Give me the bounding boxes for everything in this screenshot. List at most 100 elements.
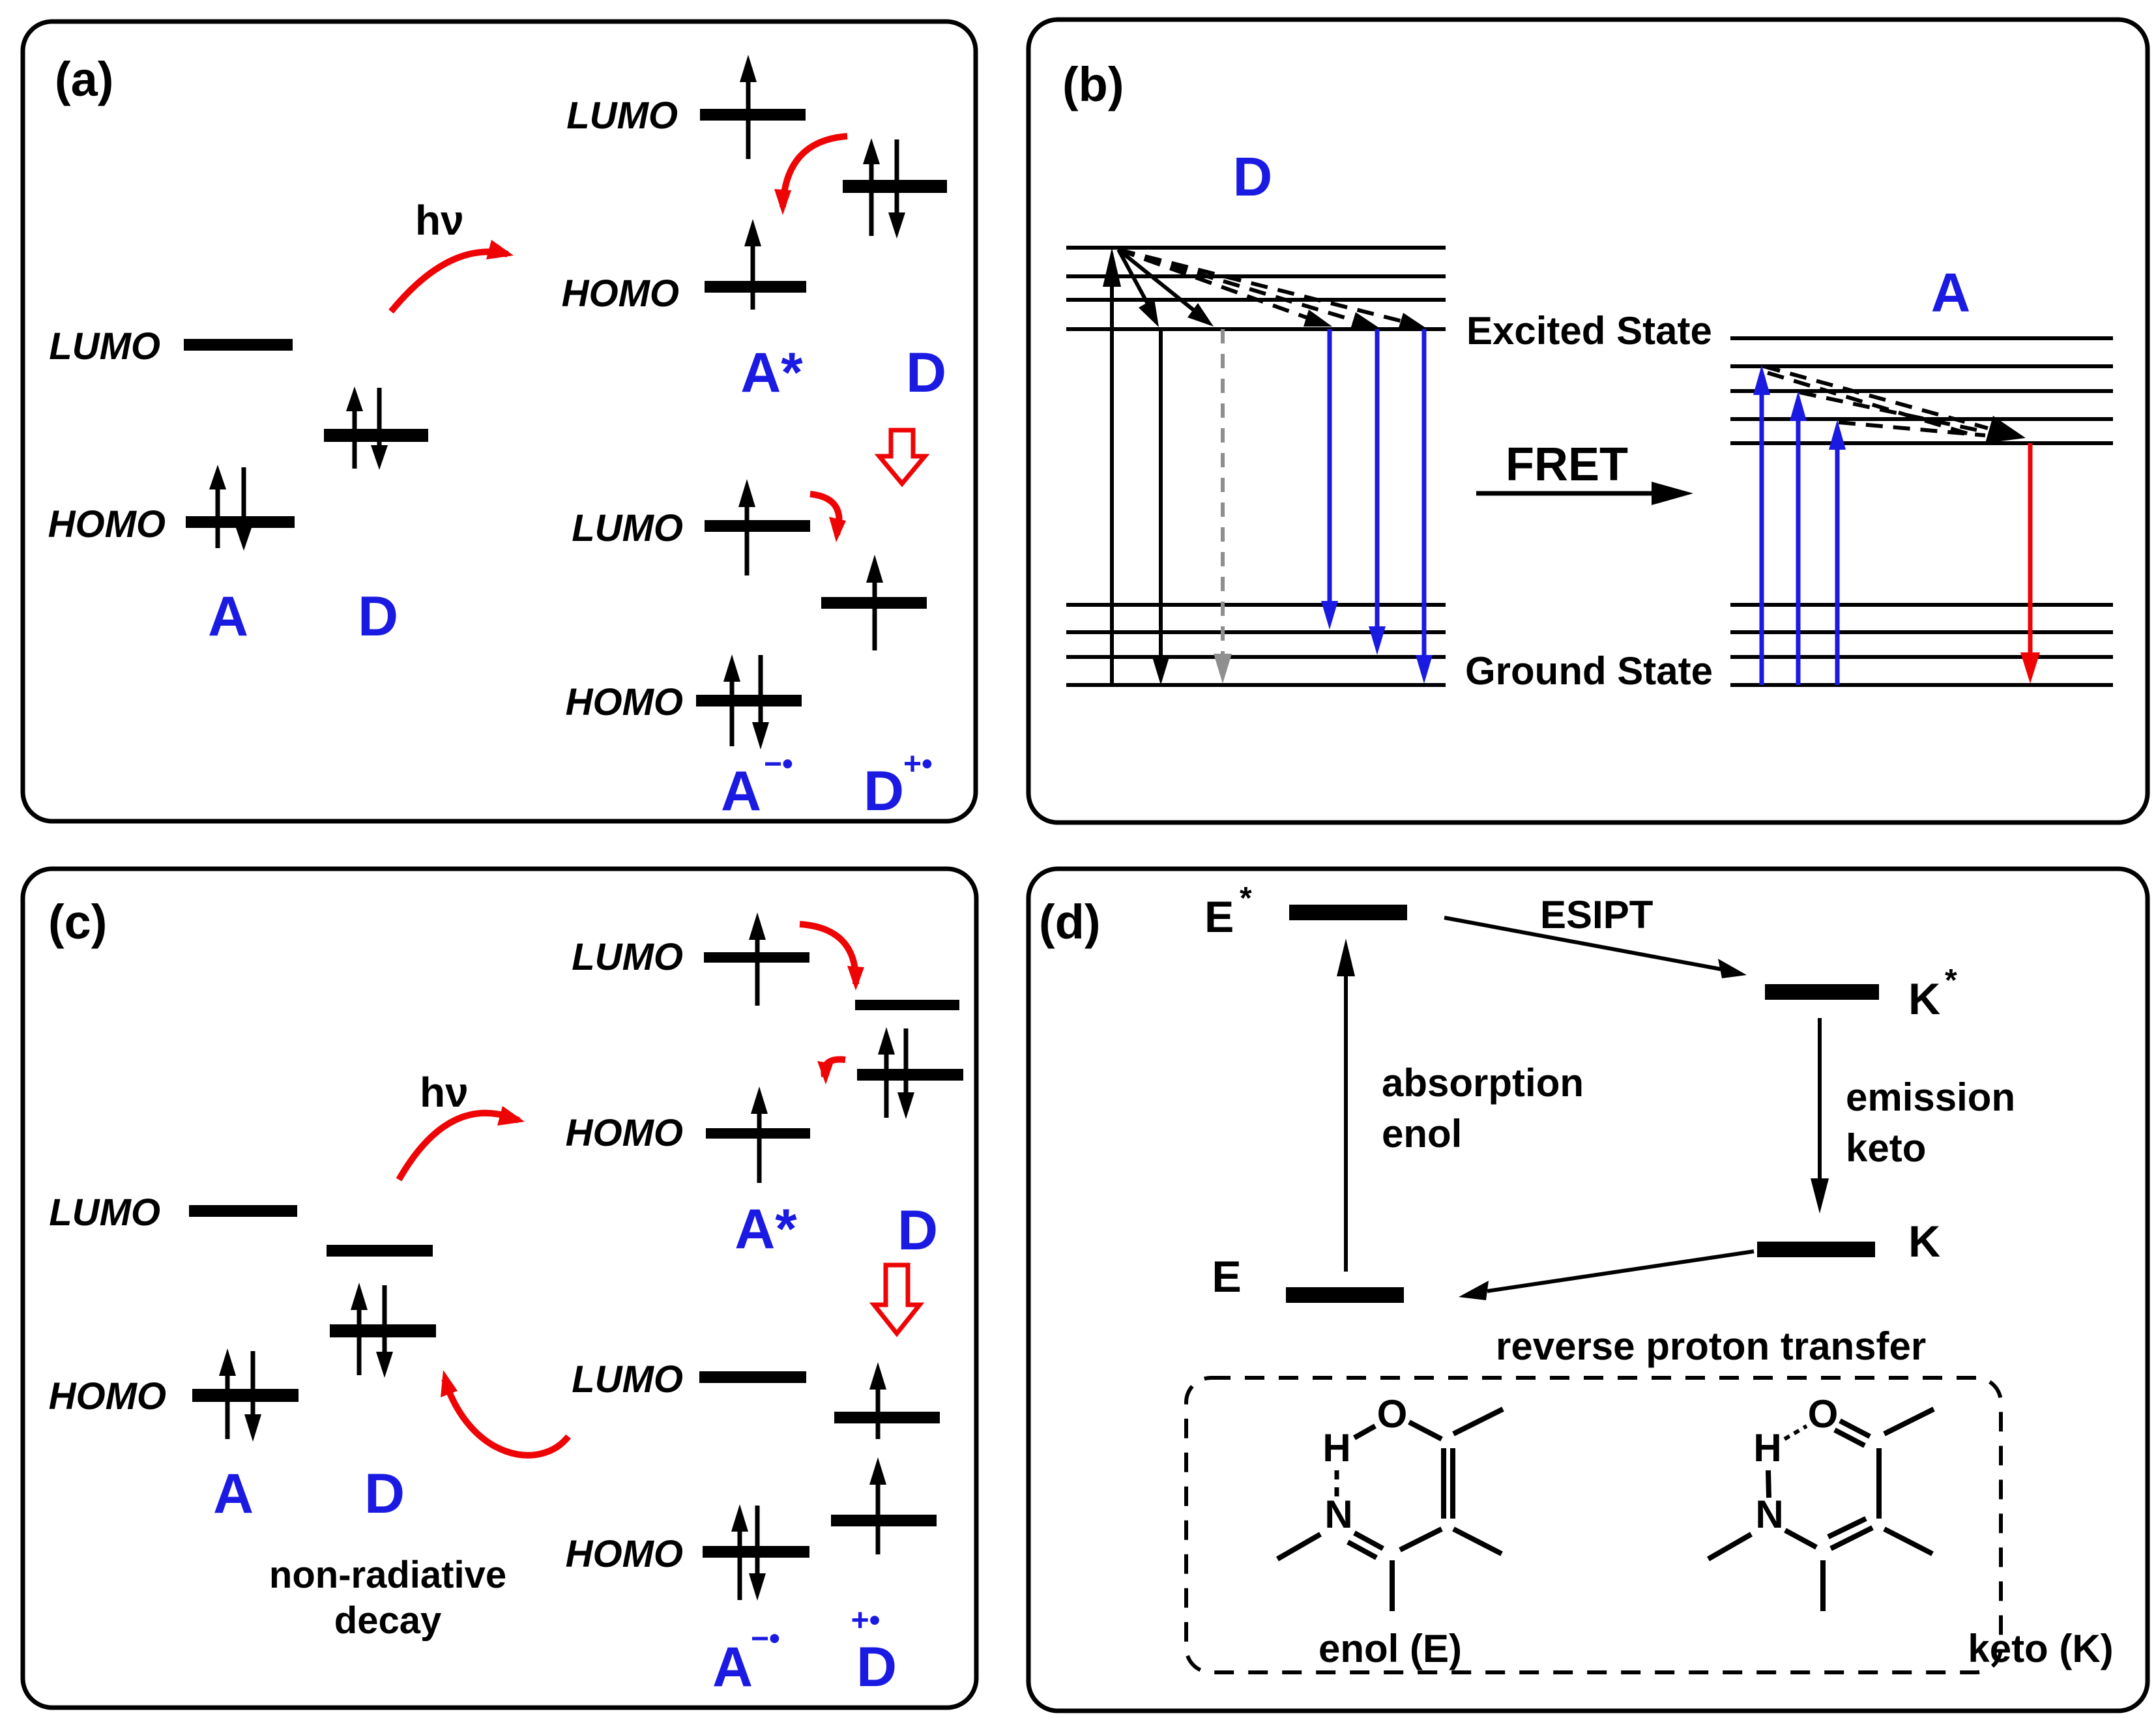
absorption-arrow-head [1103, 248, 1121, 287]
label-acceptor: A [208, 585, 248, 648]
label-donor: D [906, 342, 946, 404]
label-e-star: E [1204, 892, 1234, 942]
label-ground-state: Ground State [1465, 649, 1713, 693]
electron-transfer-arc-head [774, 189, 791, 215]
electron-up-head [740, 55, 757, 82]
level-bar-e [1286, 1287, 1404, 1303]
electron-up-head [869, 1362, 886, 1390]
electron-up-head [351, 1283, 368, 1310]
label-homo: HOMO [566, 1112, 683, 1154]
electron-up-head [751, 1086, 768, 1114]
atom-h: H [1322, 1426, 1350, 1470]
relaxation-arrow-head [1304, 310, 1332, 327]
panel-c: (c) hν LUMO HOMO A D non-radiative decay… [20, 866, 979, 1710]
electron-transfer-arc [779, 133, 848, 208]
relaxation-arrow-head [1139, 299, 1159, 327]
label-donor-cation: D [864, 760, 904, 823]
label-donor: D [1233, 146, 1273, 207]
emission-arrow-head-blue [1416, 655, 1433, 684]
label-homo: HOMO [566, 681, 683, 723]
relaxation-arrow-head [1985, 416, 2026, 443]
bond-cn [1784, 1528, 1818, 1550]
label-cation-charge: +• [851, 1603, 881, 1638]
label-anion-charge: −• [764, 747, 793, 781]
label-e: E [1212, 1252, 1241, 1302]
bond-hn [1766, 1470, 1771, 1498]
orbital-bar-astar-lumo [700, 109, 806, 121]
electron-transfer-arc-head [847, 966, 864, 991]
electron-up-head [723, 654, 740, 682]
label-emission-keto: keto [1846, 1126, 1926, 1170]
electron-up-head [866, 555, 883, 583]
panel-d: (d) E * ESIPT K * absorption enol emissi… [1026, 866, 2150, 1713]
panel-c-border [20, 866, 979, 1710]
label-e-star-sup: * [1240, 881, 1252, 916]
panel-b-tag: (b) [1062, 57, 1124, 111]
label-nonradiative-2: decay [334, 1599, 441, 1642]
bond-co-double [1839, 1418, 1871, 1439]
label-lumo: LUMO [566, 95, 678, 137]
panel-a-tag: (a) [55, 52, 113, 106]
orbital-bar-a-homo [192, 1389, 299, 1402]
relaxation-arrow-dashed [1763, 364, 1988, 430]
atom-h: H [1753, 1426, 1781, 1470]
electron-down-head [376, 1352, 393, 1378]
label-homo: HOMO [49, 1375, 166, 1418]
label-lumo: LUMO [49, 325, 160, 368]
bond-cc [1399, 1526, 1443, 1552]
electron-up-head [738, 479, 755, 507]
electron-down-head [752, 722, 769, 750]
excitation-arc-head [486, 240, 514, 259]
label-k-star-sup: * [1945, 963, 1957, 998]
reverse-proton-arrow [1487, 1249, 1755, 1293]
structures-dashed-box [1184, 1376, 2003, 1674]
relaxation-arrow-head [1398, 313, 1427, 330]
donor-ground-levels [1066, 603, 1446, 687]
orbital-bar-d-lumo-empty [855, 1000, 959, 1010]
electron-up-head [863, 138, 880, 164]
back-transfer-arc [441, 1378, 571, 1459]
bond-co-double [1833, 1427, 1866, 1448]
electron-up-head [346, 386, 363, 411]
label-k: K [1908, 1217, 1940, 1266]
label-esipt: ESIPT [1540, 893, 1653, 937]
panel-a: (a) hν LUMO HOMO A D LUMO HOMO [20, 19, 978, 824]
bond-oh [1353, 1423, 1377, 1440]
label-homo: HOMO [48, 503, 166, 546]
bond-methyl [1276, 1532, 1322, 1562]
label-acceptor-excited: A* [735, 1198, 797, 1260]
relaxation-arrow [1116, 248, 1150, 306]
small-red-hook-head [817, 1061, 833, 1085]
electron-down-head [244, 1414, 261, 1442]
label-enol: enol (E) [1318, 1627, 1462, 1670]
electron-up-head [878, 1027, 895, 1055]
panel-b-border [1026, 17, 2150, 825]
acceptor-ground-levels [1730, 603, 2113, 687]
hbond-ho-dashed [1783, 1424, 1808, 1441]
label-nonradiative-1: non-radiative [269, 1554, 506, 1596]
label-k-star: K [1908, 974, 1940, 1024]
acceptor-emission-head [2020, 652, 2040, 684]
bond-cc-double [1827, 1516, 1867, 1539]
label-lumo: LUMO [572, 1358, 683, 1401]
panel-a-border [20, 19, 978, 824]
atom-o: O [1377, 1392, 1408, 1436]
orbital-bar-d-lumo-empty [327, 1245, 433, 1257]
orbital-bar-astar-homo [705, 281, 806, 293]
label-donor: D [897, 1199, 938, 1262]
electron-down-head [897, 1092, 914, 1119]
orbital-bar-a-homo [186, 516, 295, 528]
bond-methyl [1883, 1406, 1935, 1436]
acceptor-excitation-head [1790, 391, 1807, 421]
absorption-arrow-head [1337, 939, 1355, 976]
orbital-bar-anion-homo [696, 695, 802, 706]
level-bar-k [1757, 1242, 1875, 1257]
label-acceptor: A [213, 1463, 254, 1525]
orbital-bar-a-lumo [184, 339, 293, 351]
label-lumo: LUMO [572, 507, 683, 549]
label-acceptor-anion: A [712, 1636, 753, 1698]
electron-up-head [869, 1457, 886, 1485]
relaxation-arrow-head [1187, 303, 1214, 327]
bond-methyl [1707, 1532, 1753, 1562]
